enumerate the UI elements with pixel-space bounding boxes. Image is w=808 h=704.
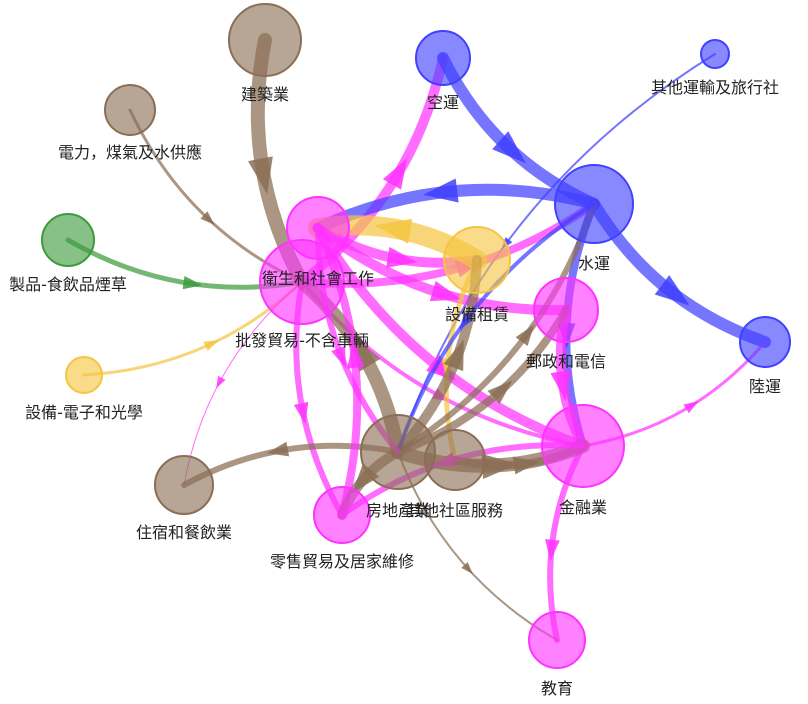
- node-label-hotel: 住宿和餐飲業: [136, 523, 232, 542]
- node-label-construction: 建築業: [241, 85, 289, 104]
- edges-layer: [65, 33, 771, 643]
- arrowhead-utilities-to-wholesale: [200, 211, 215, 225]
- arrowhead-water-to-health: [422, 178, 459, 203]
- arrowhead-realestate-to-retail: [352, 463, 380, 494]
- node-label-realestate: 房地產業: [366, 501, 430, 520]
- arrowhead-construction-to-wholesale: [248, 156, 273, 195]
- node-label-food: 製品-食飲品煙草: [9, 275, 127, 294]
- node-rental[interactable]: [443, 226, 511, 294]
- arrowhead-community-to-finance: [512, 456, 540, 475]
- arrowhead-realestate-to-hotel: [266, 441, 290, 457]
- edge-water-to-realestate: [396, 202, 596, 454]
- node-label-wholesale: 批發貿易-不含車輛: [235, 331, 369, 350]
- edge-health-to-finance: [313, 223, 588, 451]
- arrowhead-water-to-realestate: [459, 312, 474, 330]
- node-water[interactable]: [554, 164, 634, 244]
- node-label-education: 教育: [541, 679, 573, 698]
- arrowhead-water-to-land: [654, 275, 690, 306]
- node-air[interactable]: [415, 30, 471, 86]
- node-utilities[interactable]: [104, 84, 156, 136]
- arrowhead-wholesale-to-air: [382, 158, 408, 190]
- node-electronics[interactable]: [65, 356, 103, 394]
- arrowhead-post-to-finance: [550, 369, 572, 402]
- node-label-air: 空運: [427, 93, 459, 112]
- node-label-rental: 設備租賃: [445, 305, 509, 324]
- arrowhead-finance-to-land: [683, 401, 699, 414]
- edge-realestate-to-water: [395, 201, 597, 455]
- node-post[interactable]: [533, 277, 599, 343]
- arrowhead-wholesale-to-retail: [293, 401, 309, 425]
- node-label-health: 衛生和社會工作: [262, 269, 374, 288]
- arrowhead-wholesale-to-hotel: [216, 375, 226, 389]
- node-wholesale[interactable]: [259, 239, 345, 325]
- node-community[interactable]: [424, 429, 486, 491]
- node-label-retail: 零售貿易及居家維修: [270, 552, 414, 571]
- arrowhead-realestate-to-water: [515, 324, 535, 346]
- node-label-utilities: 電力，煤氣及水供應: [58, 143, 202, 162]
- node-construction[interactable]: [228, 3, 302, 77]
- node-label-electronics: 設備-電子和光學: [25, 403, 143, 422]
- node-finance[interactable]: [541, 404, 625, 488]
- labels-layer: 建築業電力，煤氣及水供應製品-食飲品煙草設備-電子和光學住宿和餐飲業零售貿易及居…: [9, 78, 781, 698]
- node-label-finance: 金融業: [559, 498, 607, 517]
- node-food[interactable]: [41, 213, 95, 267]
- arrowhead-realestate-to-rental: [443, 339, 464, 372]
- arrowhead-retail-to-health: [347, 342, 365, 369]
- arrowhead-realestate-to-post: [487, 380, 513, 405]
- node-label-land: 陸運: [749, 377, 781, 396]
- arrowhead-food-to-wholesale: [182, 276, 203, 290]
- arrowhead-finance-to-education: [545, 539, 560, 561]
- arrowhead-health-to-post: [429, 280, 462, 302]
- node-hotel[interactable]: [154, 455, 214, 515]
- arrowhead-air-to-water: [492, 131, 526, 164]
- node-label-othertransport: 其他運輸及旅行社: [651, 78, 779, 97]
- node-realestate[interactable]: [360, 414, 436, 490]
- node-label-community: 其他社區服務: [407, 501, 503, 520]
- arrowhead-health-to-rental: [386, 246, 418, 268]
- arrowhead-rental-to-health: [374, 218, 413, 244]
- node-othertransport[interactable]: [700, 39, 730, 69]
- nodes-layer: [41, 3, 791, 669]
- node-retail[interactable]: [313, 486, 371, 544]
- node-label-post: 郵政和電信: [526, 352, 606, 371]
- node-label-water: 水運: [578, 254, 610, 273]
- arrowhead-electronics-to-wholesale: [203, 340, 219, 352]
- arrowhead-health-to-realestate: [331, 345, 346, 369]
- node-education[interactable]: [528, 611, 586, 669]
- node-land[interactable]: [739, 316, 791, 368]
- arrowhead-realestate-to-education: [461, 562, 473, 575]
